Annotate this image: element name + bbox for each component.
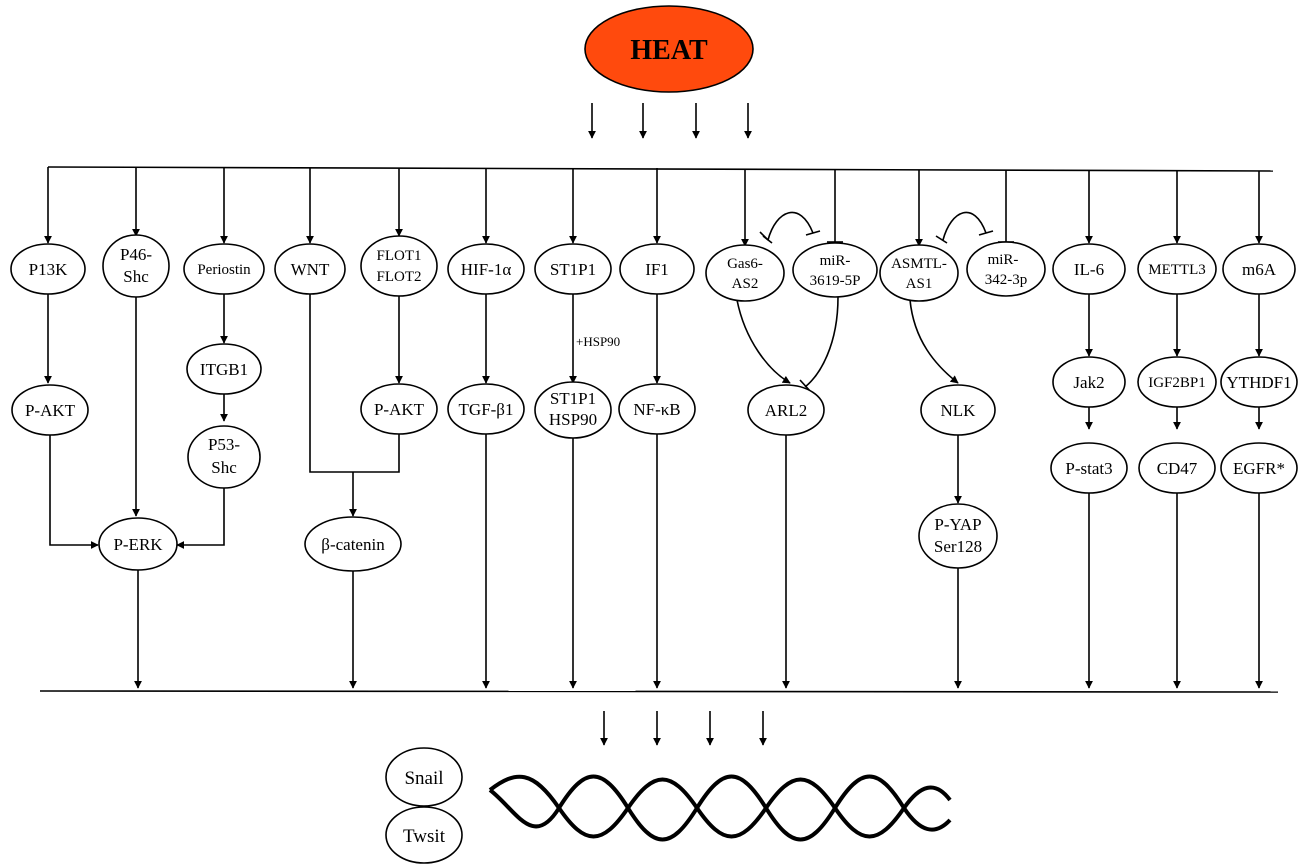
- svg-text:Snail: Snail: [404, 768, 443, 789]
- node-pakt2: P-AKT: [360, 383, 438, 435]
- node-hif1a: HIF-1α: [447, 243, 525, 295]
- svg-text:miR-: miR-: [820, 253, 851, 269]
- svg-text:Jak2: Jak2: [1073, 373, 1104, 392]
- svg-text:ST1P1: ST1P1: [550, 389, 596, 408]
- svg-text:P-AKT: P-AKT: [25, 401, 76, 420]
- node-p46shc: P46- Shc: [102, 234, 170, 298]
- svg-text:IGF2BP1: IGF2BP1: [1148, 375, 1206, 391]
- svg-text:m6A: m6A: [1242, 260, 1277, 279]
- svg-text:Twsit: Twsit: [403, 826, 446, 847]
- node-flot: FLOT1 FLOT2: [360, 235, 438, 297]
- node-asmtlas1: ASMTL- AS1: [879, 244, 959, 302]
- svg-text:METTL3: METTL3: [1148, 262, 1206, 278]
- svg-text:YTHDF1: YTHDF1: [1226, 373, 1291, 392]
- svg-text:NLK: NLK: [941, 401, 977, 420]
- svg-text:Ser128: Ser128: [934, 537, 982, 556]
- node-perk: P-ERK: [98, 517, 178, 571]
- heat-label: HEAT: [630, 35, 708, 66]
- svg-text:P46-: P46-: [120, 245, 152, 264]
- svg-text:CD47: CD47: [1157, 459, 1198, 478]
- node-jak2: Jak2: [1052, 356, 1126, 408]
- svg-text:Shc: Shc: [211, 458, 237, 477]
- svg-text:NF-κB: NF-κB: [633, 400, 680, 419]
- node-gas6as2: Gas6- AS2: [705, 244, 785, 302]
- node-wnt: WNT: [274, 243, 346, 295]
- svg-text:Shc: Shc: [123, 267, 149, 286]
- bottom-bar: [39, 690, 1279, 693]
- dna-arrows: [600, 711, 767, 746]
- node-egfr: EGFR*: [1220, 442, 1298, 494]
- svg-text:ITGB1: ITGB1: [200, 360, 248, 379]
- svg-text:ASMTL-: ASMTL-: [891, 256, 947, 272]
- node-m6a: m6A: [1222, 243, 1296, 295]
- node-bcatenin: β-catenin: [304, 516, 402, 572]
- gene-snail: Snail: [385, 747, 463, 807]
- svg-text:AS2: AS2: [732, 276, 759, 292]
- top-drops: [44, 167, 1263, 247]
- svg-text:β-catenin: β-catenin: [321, 535, 385, 554]
- svg-text:IL-6: IL-6: [1074, 260, 1104, 279]
- svg-text:ST1P1: ST1P1: [550, 260, 596, 279]
- svg-text:FLOT1: FLOT1: [377, 248, 422, 264]
- svg-text:P13K: P13K: [29, 260, 68, 279]
- node-nlk: NLK: [920, 384, 996, 436]
- svg-text:P-AKT: P-AKT: [374, 400, 425, 419]
- node-p13k: P13K: [10, 243, 86, 295]
- svg-text:P-ERK: P-ERK: [113, 535, 163, 554]
- svg-text:P53-: P53-: [208, 435, 240, 454]
- node-igf2bp1: IGF2BP1: [1137, 356, 1217, 408]
- svg-text:P-stat3: P-stat3: [1065, 459, 1112, 478]
- svg-text:AS1: AS1: [906, 276, 933, 292]
- node-tgfb1: TGF-β1: [447, 383, 525, 435]
- node-p53shc: P53- Shc: [187, 425, 261, 489]
- node-pstat3: P-stat3: [1050, 442, 1128, 494]
- second-level-arrows: [44, 294, 1263, 393]
- heat-arrows: [588, 103, 752, 139]
- svg-text:HIF-1α: HIF-1α: [461, 260, 512, 279]
- node-itgb1: ITGB1: [186, 343, 262, 395]
- svg-text:TGF-β1: TGF-β1: [459, 400, 514, 419]
- node-arl2: ARL2: [747, 384, 825, 436]
- svg-text:IF1: IF1: [645, 260, 669, 279]
- svg-text:Periostin: Periostin: [197, 262, 251, 278]
- node-mettl3: METTL3: [1137, 243, 1217, 295]
- node-periostin: Periostin: [183, 243, 265, 295]
- gene-twist: Twsit: [385, 806, 463, 864]
- bottom-drops: [134, 434, 1263, 689]
- inhibition-arcs: [759, 211, 994, 244]
- node-pakt1: P-AKT: [11, 384, 89, 436]
- svg-text:P-YAP: P-YAP: [934, 515, 981, 534]
- svg-text:HSP90: HSP90: [549, 410, 597, 429]
- node-st1p1: ST1P1: [534, 243, 612, 295]
- node-ythdf1: YTHDF1: [1220, 356, 1298, 408]
- node-il6: IL-6: [1052, 243, 1126, 295]
- svg-text:342-3p: 342-3p: [985, 272, 1028, 288]
- svg-text:miR-: miR-: [988, 252, 1019, 268]
- svg-text:FLOT2: FLOT2: [377, 269, 422, 285]
- node-cd47: CD47: [1138, 442, 1216, 494]
- node-mir3619: miR- 3619-5P: [792, 242, 878, 298]
- node-nfkb: NF-κB: [618, 383, 696, 435]
- svg-text:EGFR*: EGFR*: [1233, 459, 1285, 478]
- node-st1p1hsp90: ST1P1 HSP90: [534, 381, 612, 439]
- svg-text:WNT: WNT: [291, 260, 330, 279]
- dna-helix: [488, 774, 952, 842]
- node-mir342: miR- 342-3p: [966, 241, 1046, 297]
- svg-text:3619-5P: 3619-5P: [810, 273, 861, 289]
- heat-ellipse: [584, 5, 754, 93]
- svg-text:Gas6-: Gas6-: [727, 256, 763, 272]
- third-level-arrows: [49, 294, 1263, 549]
- hsp90-note: +HSP90: [576, 334, 620, 349]
- node-pyap: P-YAP Ser128: [918, 503, 998, 569]
- svg-text:ARL2: ARL2: [765, 401, 808, 420]
- node-if1: IF1: [619, 243, 695, 295]
- top-bar: [47, 166, 1274, 172]
